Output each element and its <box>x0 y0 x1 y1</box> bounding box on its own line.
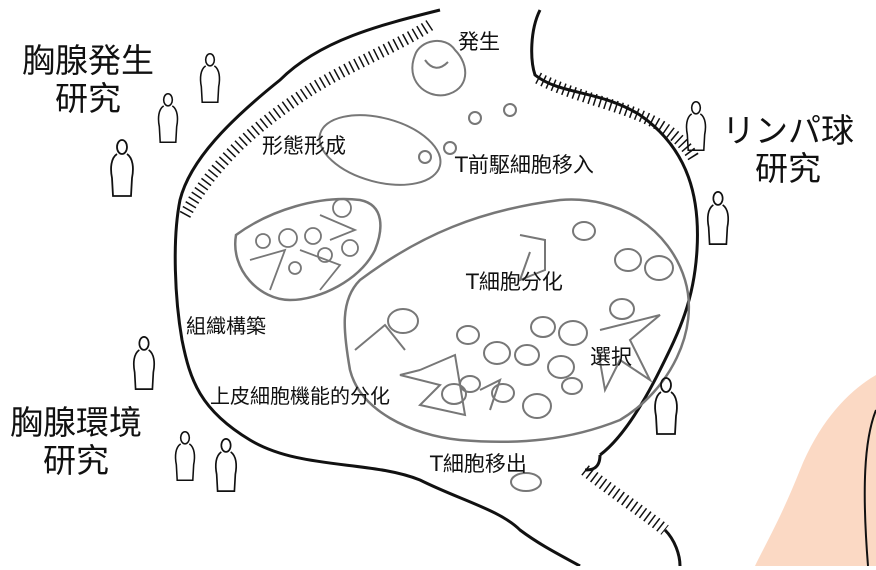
label-selection: 選択 <box>590 345 632 369</box>
label-development: 発生 <box>458 30 500 54</box>
label-thymus-development-line2: 研究 <box>55 78 121 118</box>
label-thymus-development-line1: 胸腺発生 <box>22 41 154 80</box>
label-lymphocyte-line2: 研究 <box>755 148 821 188</box>
label-morphogenesis: 形態形成 <box>262 134 346 158</box>
label-thymus-environment-line2: 研究 <box>43 440 109 480</box>
label-t-cell-emigration: T細胞移出 <box>430 452 527 476</box>
label-epithelial-differentiation: 上皮細胞機能的分化 <box>210 384 390 408</box>
t-cell-lobe <box>343 198 690 492</box>
label-thymus-environment: 胸腺環境 研究 <box>10 404 142 480</box>
label-t-cell-differentiation: T細胞分化 <box>466 270 563 294</box>
researcher-figures <box>109 52 730 493</box>
development-structure <box>411 40 467 97</box>
label-tissue-construction: 組織構築 <box>186 314 266 338</box>
morphogenesis-oval <box>318 114 442 186</box>
label-lymphocyte: リンパ球 研究 <box>722 112 854 188</box>
capsule-hatch-bottom <box>581 465 669 535</box>
label-thymus-development: 胸腺発生 研究 <box>22 42 154 118</box>
label-thymus-environment-line1: 胸腺環境 <box>10 403 142 442</box>
label-t-precursor-migration: T前駆細胞移入 <box>455 153 594 177</box>
capsule-hatch-left <box>179 19 434 218</box>
label-lymphocyte-line1: リンパ球 <box>722 111 854 150</box>
skin-shape <box>755 375 876 566</box>
thymus-outline <box>173 8 581 568</box>
migrating-cells <box>418 103 517 164</box>
tissue-lobe <box>233 197 382 302</box>
